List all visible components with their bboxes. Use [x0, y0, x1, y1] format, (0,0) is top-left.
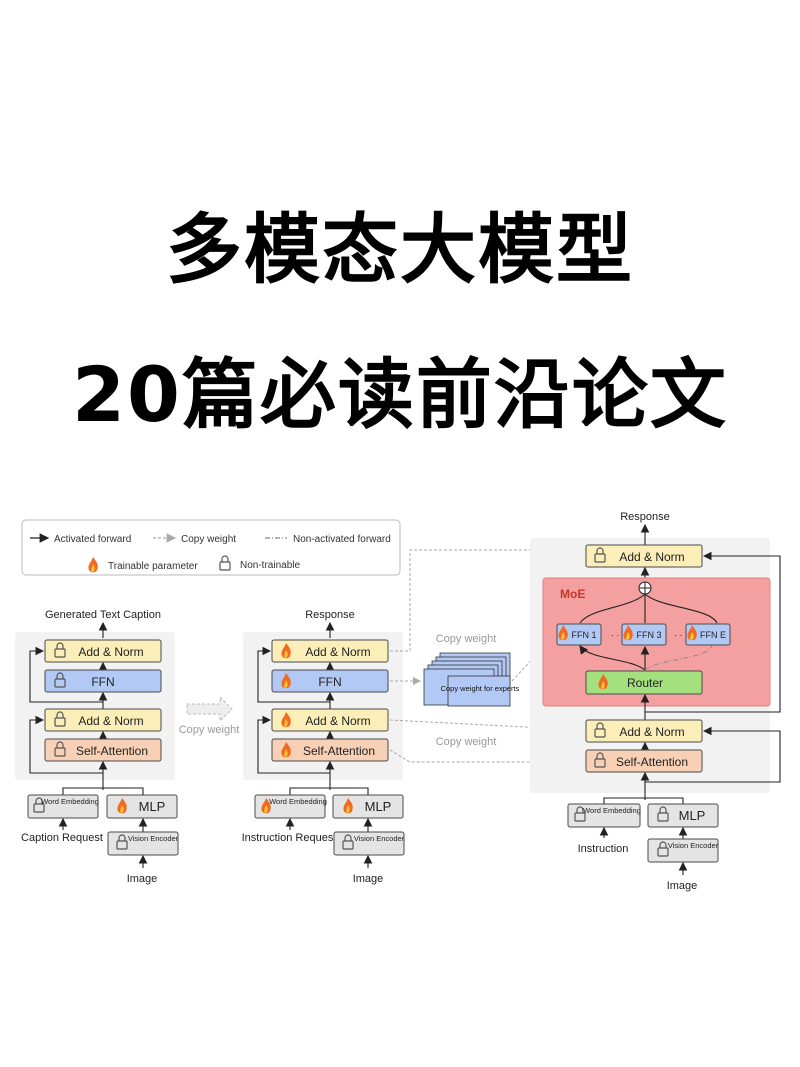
stage2-input-image: Image	[353, 873, 384, 885]
stage3-output: Response	[620, 511, 670, 523]
dots-1: · · ·	[611, 630, 625, 640]
stage1-input-text: Caption Request	[21, 832, 103, 844]
stage-2: Response Add & Norm FFN Add & Norm Self-…	[242, 609, 405, 885]
stage1-add-norm-bottom: Add & Norm	[78, 714, 143, 728]
stage1-add-norm-top: Add & Norm	[78, 645, 143, 659]
stage3-ffn1: FFN 1	[571, 630, 596, 640]
copy-weight-label-top: Copy weight	[436, 633, 497, 645]
stage1-vision-encoder: Vision Encoder	[128, 834, 179, 843]
moe-training-diagram: Activated forward Copy weight Non-activa…	[15, 511, 781, 892]
stage2-input-text: Instruction Request	[242, 832, 337, 844]
stage-1: Generated Text Caption Add & Norm FFN Ad…	[15, 609, 179, 885]
stage3-ffn3: FFN 3	[636, 630, 661, 640]
stage1-mlp: MLP	[139, 799, 166, 814]
copy-weight-label-1: Copy weight	[179, 724, 240, 736]
stage1-output: Generated Text Caption	[45, 609, 161, 621]
stage3-self-attention: Self-Attention	[616, 755, 688, 769]
title-line-1: 多模态大模型	[166, 205, 634, 294]
stage3-add-norm-bottom: Add & Norm	[619, 725, 684, 739]
legend-copy: Copy weight	[181, 534, 236, 545]
stage1-self-attention: Self-Attention	[76, 744, 148, 758]
stage3-input-text: Instruction	[578, 843, 629, 855]
stage-3: Response Add & Norm MoE FFN 1 · · · FFN …	[530, 511, 781, 892]
stage2-ffn: FFN	[318, 675, 341, 689]
stage2-word-embedding: Word Embedding	[269, 797, 327, 806]
copy-weight-1-2: Copy weight	[179, 695, 240, 736]
copy-weight-experts: Copy weight for experts	[441, 684, 520, 693]
dots-2: · · ·	[674, 630, 688, 640]
stage3-vision-encoder: Vision Encoder	[668, 841, 719, 850]
stage3-word-embedding: Word Embedding	[583, 806, 641, 815]
stage3-ffne: FFN E	[700, 630, 726, 640]
legend-trainable: Trainable parameter	[108, 561, 198, 572]
legend: Activated forward Copy weight Non-activa…	[21, 519, 401, 576]
stage3-mlp: MLP	[679, 808, 706, 823]
expert-weights-stack: Copy weight for experts	[423, 652, 520, 707]
stage2-add-norm-bottom: Add & Norm	[305, 714, 370, 728]
stage2-self-attention: Self-Attention	[303, 744, 375, 758]
stage2-output: Response	[305, 609, 355, 621]
stage1-input-image: Image	[127, 873, 158, 885]
stage2-add-norm-top: Add & Norm	[305, 645, 370, 659]
legend-activated: Activated forward	[54, 534, 131, 545]
title-line-2: 20篇必读前沿论文	[72, 350, 728, 439]
stage1-word-embedding: Word Embedding	[41, 797, 99, 806]
legend-non-trainable: Non-trainable	[240, 560, 300, 571]
copy-weight-label-bottom: Copy weight	[436, 736, 497, 748]
stage3-router: Router	[627, 676, 663, 690]
stage3-input-image: Image	[667, 880, 698, 892]
stage2-vision-encoder: Vision Encoder	[354, 834, 405, 843]
stage2-mlp: MLP	[365, 799, 392, 814]
copy-weight-2-3: Copy weight Copy weight Copy weight for …	[389, 546, 583, 766]
legend-non-activated: Non-activated forward	[293, 534, 391, 545]
stage1-ffn: FFN	[91, 675, 114, 689]
stage3-add-norm-top: Add & Norm	[619, 550, 684, 564]
stage3-moe-label: MoE	[560, 587, 585, 601]
